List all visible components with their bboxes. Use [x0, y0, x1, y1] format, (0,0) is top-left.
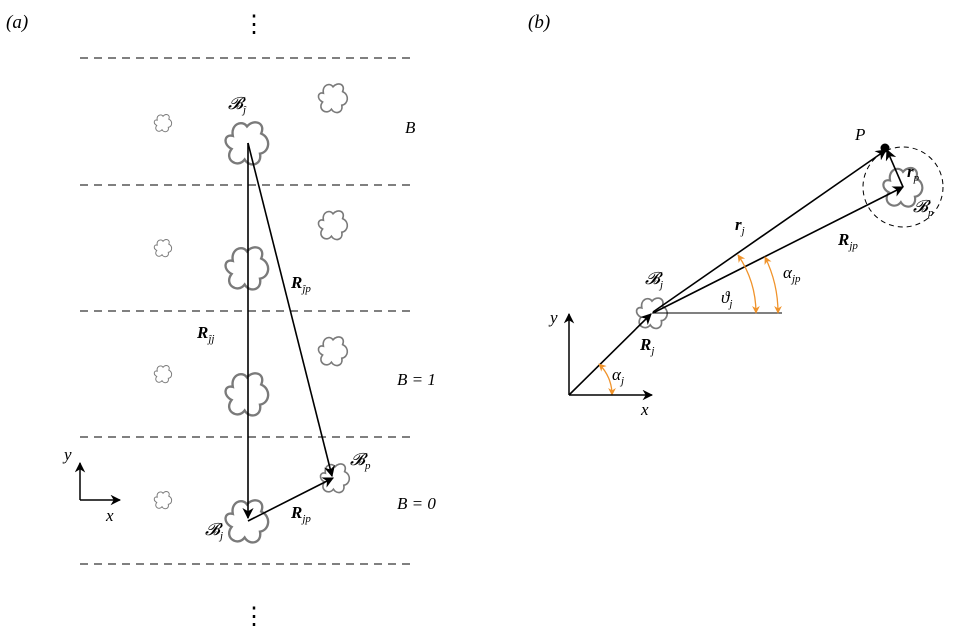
band-label-mid: B = 1 [397, 370, 436, 389]
label-alpha-j: αj [612, 365, 624, 387]
arc-theta-j [737, 254, 760, 314]
panel-a-label: (a) [6, 12, 28, 33]
vector-r-j [652, 149, 887, 313]
label-R-hat-jp: Rĵp [290, 273, 311, 295]
label-body-hat-j: 𝓑ĵ [228, 94, 247, 116]
panel-b-label: (b) [528, 12, 550, 33]
vector-R-jp [247, 477, 334, 522]
large-body [224, 121, 270, 166]
point-P [880, 143, 890, 153]
label-R-jp-b: Rjp [837, 230, 858, 252]
body-j-a [224, 499, 270, 544]
label-body-p-a: 𝓑p [350, 450, 371, 472]
label-r-p: rp [907, 162, 920, 184]
label-R-j: Rj [639, 335, 654, 357]
vectors-a [242, 142, 335, 522]
label-r-j: rj [735, 215, 745, 237]
band-label-bottom: B = 0 [397, 494, 436, 513]
label-P: P [854, 125, 865, 144]
label-alpha-jp: αjp [783, 263, 801, 285]
ellipsis-bottom: ⋮ [242, 604, 266, 627]
bodies-a [153, 83, 351, 544]
panel-a: (a) ⋮ ⋮ [6, 12, 436, 627]
vectors-b [568, 148, 905, 396]
vector-R-j [568, 313, 652, 396]
medium-body [317, 210, 349, 241]
large-body [224, 372, 270, 417]
medium-body [317, 83, 349, 114]
axes-a [74, 461, 122, 506]
label-R-hat-jj: Rĵj [196, 323, 214, 345]
label-body-j-b: 𝓑j [645, 269, 663, 291]
axis-x-label-b: x [640, 400, 649, 419]
label-R-jp-a: Rjp [290, 503, 311, 525]
axes-b [563, 312, 654, 401]
label-theta-j: ϑj [721, 288, 732, 310]
ellipsis-top: ⋮ [242, 12, 266, 38]
body-p-a [319, 463, 351, 494]
panel-b: (b) P 𝓑j 𝓑p r [528, 12, 944, 419]
band-label-top: B [405, 118, 416, 137]
small-body [153, 365, 173, 384]
label-body-j-a: 𝓑j [205, 520, 223, 542]
small-body [153, 491, 173, 510]
influence-circle [862, 146, 944, 228]
band-separators [80, 57, 410, 565]
vector-R-hat-jp [247, 142, 335, 478]
axis-y-label-a: y [62, 445, 72, 464]
medium-body [317, 336, 349, 367]
arc-alpha-j [598, 363, 616, 396]
angle-arcs [598, 254, 782, 396]
small-body [153, 239, 173, 258]
bodies-b [635, 166, 924, 330]
small-body [153, 114, 173, 133]
large-body [224, 246, 270, 291]
axis-x-label-a: x [105, 506, 114, 525]
label-body-p-b: 𝓑p [913, 197, 934, 219]
axis-y-label-b: y [548, 308, 558, 327]
vector-r-p [885, 148, 904, 188]
vector-R-jp-b [652, 186, 905, 314]
arc-alpha-jp [764, 256, 782, 314]
